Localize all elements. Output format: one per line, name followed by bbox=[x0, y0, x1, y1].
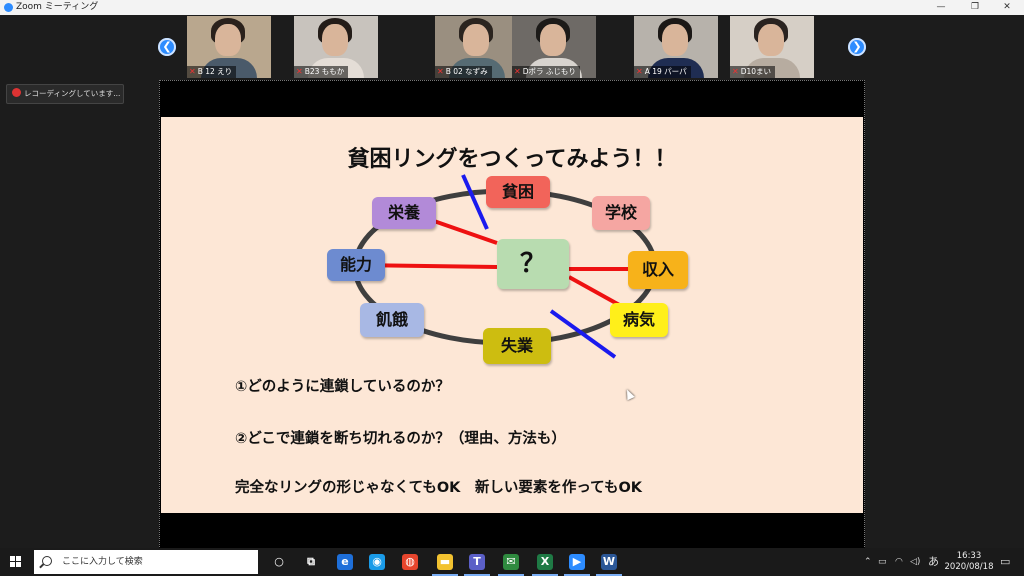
cut-mark-line bbox=[549, 309, 617, 359]
participant-name: A 19 パーパ bbox=[644, 67, 687, 76]
window-title-bar: Zoom ミーティング — ❐ ✕ bbox=[0, 0, 1024, 15]
mail-taskbar-button[interactable]: ✉ bbox=[494, 548, 528, 576]
participant-name-label: ✕B 12 えり bbox=[187, 66, 237, 78]
excel-icon: X bbox=[537, 554, 553, 570]
ring-node-nutrition: 栄養 bbox=[372, 197, 436, 229]
mail-icon: ✉ bbox=[503, 554, 519, 570]
participant-strip: ❮ ✕B 12 えり✕B23 ももか✕B 02 なずみ✕Dポラ ふじもり✕A 1… bbox=[0, 15, 1024, 81]
center-question-node: ？ bbox=[497, 239, 569, 289]
notification-icon[interactable]: ▭ bbox=[1000, 555, 1011, 568]
edge-legacy-taskbar-button[interactable]: e bbox=[328, 548, 362, 576]
teams-icon: T bbox=[469, 554, 485, 570]
muted-mic-icon: ✕ bbox=[732, 67, 739, 76]
ring-node-poverty: 貧困 bbox=[486, 176, 550, 208]
participant-name: B 02 なずみ bbox=[445, 67, 488, 76]
recording-indicator[interactable]: レコーディングしています... bbox=[6, 84, 124, 104]
windows-start-icon[interactable] bbox=[10, 556, 22, 568]
participant-video[interactable]: ✕A 19 パーパ bbox=[634, 16, 718, 78]
recording-label: レコーディングしています... bbox=[24, 89, 121, 98]
word-icon: W bbox=[601, 554, 617, 570]
participant-face bbox=[322, 24, 348, 56]
taskbar-search-box[interactable]: ここに入力して検索 bbox=[34, 550, 258, 574]
ring-node-ability: 能力 bbox=[327, 249, 385, 281]
zoom-icon: ▶ bbox=[569, 554, 585, 570]
muted-mic-icon: ✕ bbox=[189, 67, 196, 76]
ime-indicator[interactable]: あ bbox=[928, 555, 939, 568]
window-title: Zoom ミーティング bbox=[16, 2, 99, 12]
participant-face bbox=[463, 24, 489, 56]
participant-face bbox=[215, 24, 241, 56]
question-1: ①どのように連鎖しているのか？ bbox=[235, 379, 450, 395]
edge-legacy-icon: e bbox=[337, 554, 353, 570]
next-participants-button[interactable]: ❯ bbox=[848, 38, 866, 56]
instruction-note: 完全なリングの形じゃなくてもOK 新しい要素を作ってもOK bbox=[235, 480, 643, 496]
task-view-taskbar-button[interactable]: ⧉ bbox=[294, 548, 328, 576]
ring-node-hunger: 飢餓 bbox=[360, 303, 424, 337]
zoom-taskbar-button[interactable]: ▶ bbox=[560, 548, 594, 576]
cortana-taskbar-button[interactable]: ○ bbox=[262, 548, 296, 576]
ring-node-unemployment: 失業 bbox=[483, 328, 551, 364]
windows-taskbar: ここに入力して検索 ○ ⧉ e ◉ ◍ ▬ T ✉ X ▶ W ⌃ ▭ ◠ ◁) あ 16:33 2… bbox=[0, 548, 1024, 576]
minimize-button[interactable]: — bbox=[936, 2, 946, 12]
participant-video[interactable]: ✕D10まい bbox=[730, 16, 814, 78]
chrome-icon: ◍ bbox=[402, 554, 418, 570]
participant-name-label: ✕Dポラ ふじもり bbox=[512, 66, 580, 78]
cut-mark-line bbox=[461, 174, 489, 230]
chevron-up-icon[interactable]: ⌃ bbox=[864, 557, 872, 567]
word-taskbar-button[interactable]: W bbox=[592, 548, 626, 576]
participant-name: B 12 えり bbox=[197, 67, 233, 76]
task-view-icon: ⧉ bbox=[307, 555, 315, 568]
clock-date: 2020/08/18 bbox=[944, 562, 994, 572]
cortana-icon: ○ bbox=[274, 555, 284, 568]
battery-icon[interactable]: ▭ bbox=[878, 557, 887, 567]
slide-title: 貧困リングをつくってみよう！！ bbox=[347, 147, 677, 172]
muted-mic-icon: ✕ bbox=[296, 67, 303, 76]
participant-name: D10まい bbox=[740, 67, 772, 76]
chrome-taskbar-button[interactable]: ◍ bbox=[393, 548, 427, 576]
search-icon bbox=[42, 556, 52, 566]
file-explorer-taskbar-button[interactable]: ▬ bbox=[428, 548, 462, 576]
zoom-app-icon bbox=[4, 3, 13, 12]
participant-name-label: ✕D10まい bbox=[730, 66, 776, 78]
question-2: ②どこで連鎖を断ち切れるのか？（理由、方法も） bbox=[235, 431, 566, 447]
volume-icon[interactable]: ◁) bbox=[910, 557, 921, 567]
teams-taskbar-button[interactable]: T bbox=[460, 548, 494, 576]
search-placeholder: ここに入力して検索 bbox=[62, 557, 143, 567]
muted-mic-icon: ✕ bbox=[636, 67, 643, 76]
close-button[interactable]: ✕ bbox=[1003, 2, 1011, 12]
participant-name: Dポラ ふじもり bbox=[522, 67, 576, 76]
maximize-button[interactable]: ❐ bbox=[970, 2, 980, 12]
wifi-icon[interactable]: ◠ bbox=[895, 557, 903, 567]
participant-name-label: ✕B 02 なずみ bbox=[435, 66, 492, 78]
excel-taskbar-button[interactable]: X bbox=[528, 548, 562, 576]
participant-face bbox=[758, 24, 784, 56]
edge-icon: ◉ bbox=[369, 554, 385, 570]
clock-time: 16:33 bbox=[956, 551, 982, 561]
edge-taskbar-button[interactable]: ◉ bbox=[360, 548, 394, 576]
ring-node-illness: 病気 bbox=[610, 303, 668, 337]
muted-mic-icon: ✕ bbox=[437, 67, 444, 76]
ring-node-income: 収入 bbox=[628, 251, 688, 289]
participant-face bbox=[662, 24, 688, 56]
system-clock[interactable]: 16:33 2020/08/18 bbox=[944, 551, 994, 573]
ring-node-school: 学校 bbox=[592, 196, 650, 230]
participant-video[interactable]: ✕Dポラ ふじもり bbox=[512, 16, 596, 78]
participant-name: B23 ももか bbox=[304, 67, 345, 76]
participant-video[interactable]: ✕B 12 えり bbox=[187, 16, 271, 78]
muted-mic-icon: ✕ bbox=[514, 67, 521, 76]
participant-video[interactable]: ✕B 02 なずみ bbox=[435, 16, 519, 78]
previous-participants-button[interactable]: ❮ bbox=[158, 38, 176, 56]
presentation-slide: 貧困リングをつくってみよう！！ ？ 貧困学校収入病気失業 飢餓 能力 栄養 ①どのように… bbox=[161, 117, 863, 513]
participant-face bbox=[540, 24, 566, 56]
cloud-record-icon bbox=[12, 88, 21, 97]
file-explorer-icon: ▬ bbox=[437, 554, 453, 570]
participant-name-label: ✕A 19 パーパ bbox=[634, 66, 691, 78]
connection-line bbox=[568, 275, 624, 309]
participant-name-label: ✕B23 ももか bbox=[294, 66, 349, 78]
participant-video[interactable]: ✕B23 ももか bbox=[294, 16, 378, 78]
